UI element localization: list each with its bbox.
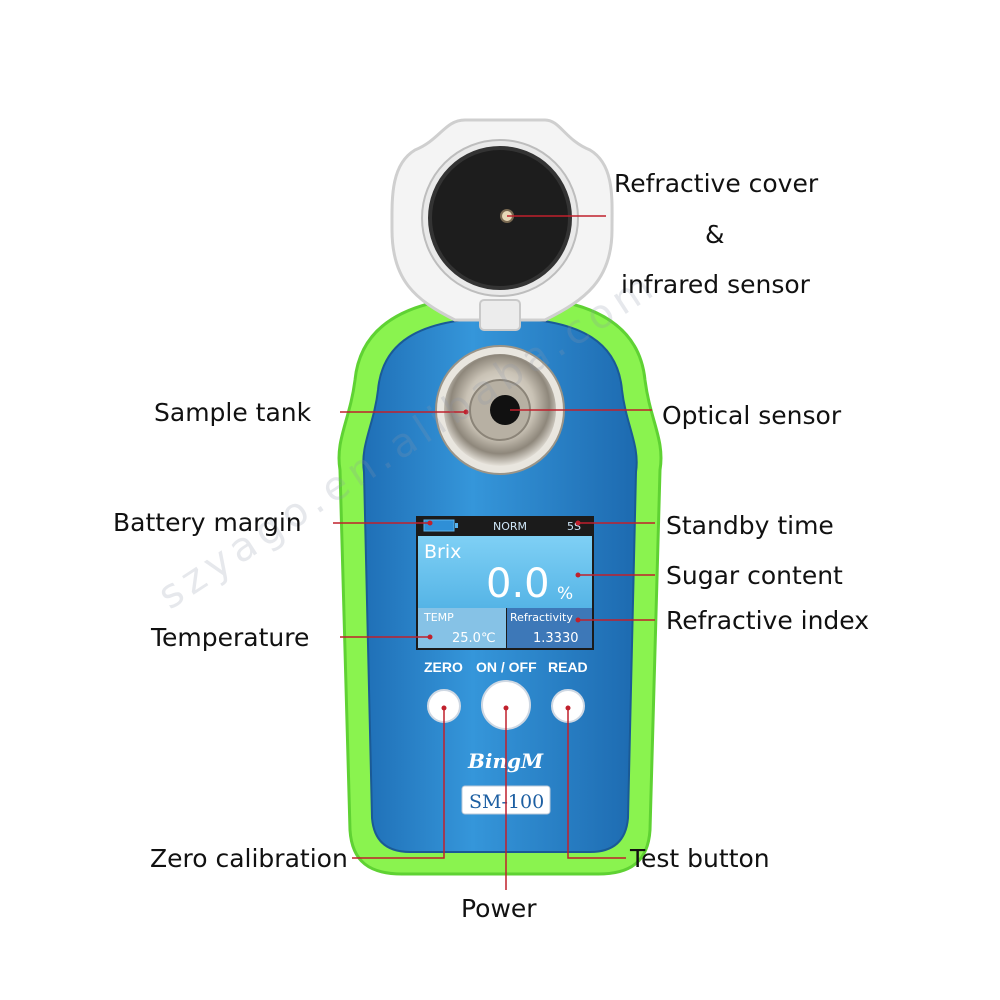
callout-optical-sensor: Optical sensor: [662, 401, 842, 430]
callout-temperature: Temperature: [151, 623, 310, 652]
callout-refractive-cover-1: Refractive cover: [614, 169, 819, 198]
optical-sensor-lens: [490, 395, 520, 425]
callout-battery-margin: Battery margin: [113, 508, 302, 537]
callout-refractive-cover-2: &: [705, 220, 725, 249]
callout-power: Power: [461, 894, 537, 923]
cover-pad: [430, 148, 570, 288]
callout-sugar-content: Sugar content: [666, 561, 843, 590]
callout-refractive-index: Refractive index: [666, 606, 870, 635]
callout-dots: [427, 409, 581, 711]
lcd-unit: %: [557, 584, 573, 604]
callout-standby-time: Standby time: [666, 511, 834, 540]
lcd-mode: NORM: [493, 520, 527, 533]
callout-zero-calibration: Zero calibration: [150, 844, 348, 873]
callout-sample-tank: Sample tank: [154, 398, 312, 427]
lcd-refractivity-label: Refractivity: [510, 611, 573, 624]
zero-label: ZERO: [424, 659, 463, 675]
read-label: READ: [548, 659, 588, 675]
callout-lines: [333, 215, 655, 890]
lcd-temp-value: 25.0℃: [452, 631, 496, 646]
lcd-temp-label: TEMP: [423, 611, 454, 624]
lcd-scale: Brix: [424, 541, 461, 563]
callout-test-button: Test button: [630, 844, 770, 873]
battery-icon: [423, 519, 458, 532]
power-label: ON / OFF: [476, 659, 537, 675]
callout-refractive-cover-3: infrared sensor: [621, 270, 810, 299]
lcd-refractivity-value: 1.3330: [533, 631, 579, 646]
lcd-reading: 0.0: [486, 561, 550, 607]
